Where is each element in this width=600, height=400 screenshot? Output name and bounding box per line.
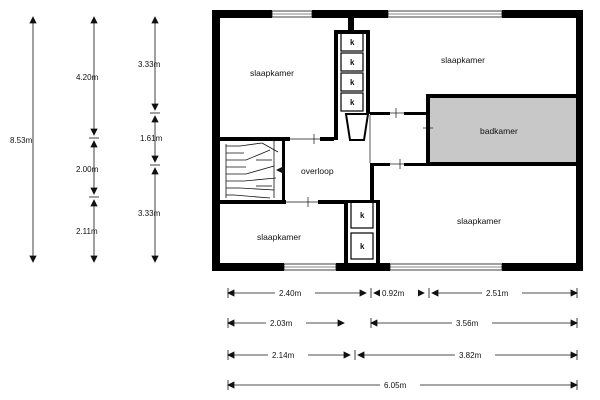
dim-horizontal-row2-1: 2.03m <box>270 319 293 328</box>
cupboard-label: k <box>350 58 355 67</box>
dim-horizontal-row3-1: 2.14m <box>272 351 295 360</box>
cupboard-label: k <box>350 78 355 87</box>
room-landing: overloop <box>301 166 334 176</box>
cupboard-label: k <box>360 211 365 220</box>
horizontal-dimensions <box>227 288 578 390</box>
dim-vertical-col2-3: 2.11m <box>76 227 98 236</box>
dim-vertical-col3-1: 3.33m <box>138 60 161 69</box>
dim-total-vertical: 8.53m <box>10 136 33 145</box>
dim-horizontal-total: 6.05m <box>384 381 407 390</box>
dim-horizontal-row2-2: 3.56m <box>456 319 479 328</box>
dim-horizontal-row3-2: 3.82m <box>459 351 482 360</box>
cupboard-label: k <box>350 38 355 47</box>
room-bathroom: badkamer <box>480 126 518 136</box>
bathroom-fill <box>428 96 578 164</box>
stairs-arrow-icon <box>276 166 284 174</box>
dim-vertical-col3-3: 3.33m <box>138 209 161 218</box>
dim-vertical-col3-2: 1.61m <box>140 134 163 143</box>
cupboard-label: k <box>360 242 365 251</box>
vertical-dimensions <box>29 16 160 263</box>
dim-horizontal-row1-2: 0.92m <box>382 289 405 298</box>
building-outline <box>212 10 583 271</box>
room-bedroom-bottom-right: slaapkamer <box>457 216 501 226</box>
room-bedroom-top-left: slaapkamer <box>250 68 294 78</box>
room-bedroom-top-right: slaapkamer <box>441 55 485 65</box>
cupboard-label: k <box>350 98 355 107</box>
staircase <box>225 141 279 199</box>
dim-vertical-col2-1: 4.20m <box>76 73 99 82</box>
room-bedroom-bottom-left: slaapkamer <box>257 232 301 242</box>
dim-horizontal-row1-1: 2.40m <box>279 289 302 298</box>
dim-horizontal-row1-3: 2.51m <box>486 289 509 298</box>
dim-vertical-col2-2: 2.00m <box>76 165 99 174</box>
